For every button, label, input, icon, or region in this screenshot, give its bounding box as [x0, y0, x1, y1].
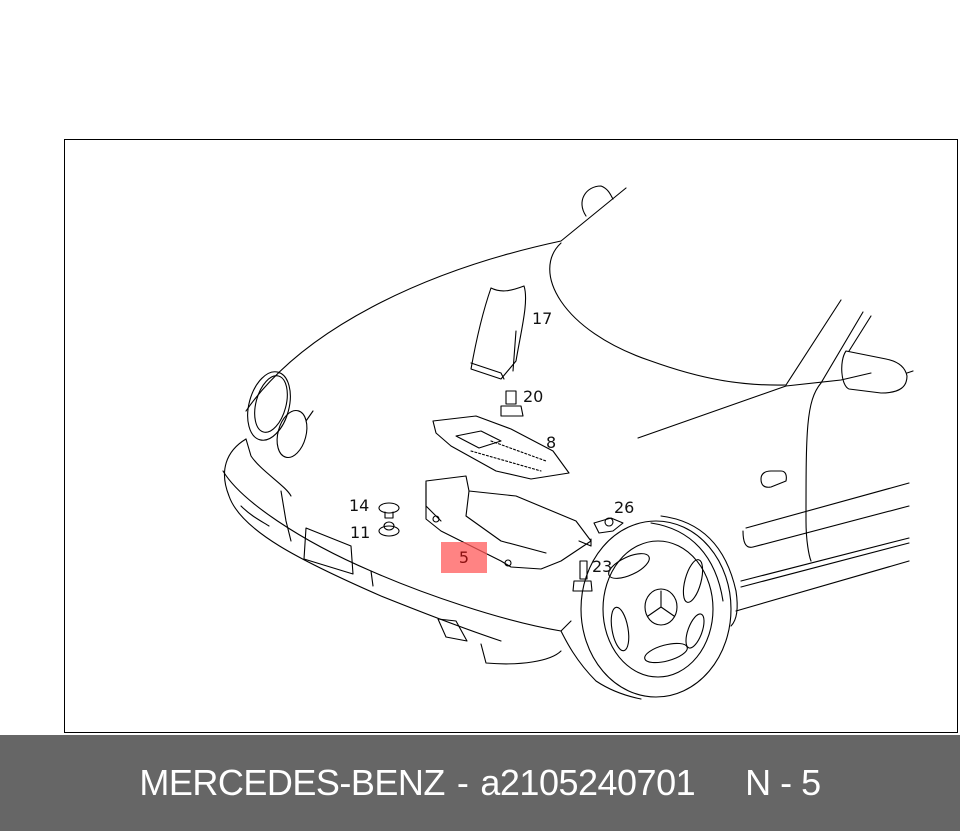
highlighted-part-label: 5 — [458, 548, 470, 567]
callout-20[interactable]: 20 — [523, 387, 544, 406]
part-number: a2105240701 — [480, 762, 696, 803]
callout-8[interactable]: 8 — [546, 433, 557, 452]
diagram-frame: 17 20 8 14 11 26 23 5 — [64, 139, 958, 733]
callout-26[interactable]: 26 — [614, 498, 635, 517]
brand-name: MERCEDES-BENZ — [139, 762, 445, 803]
highlighted-part-5[interactable]: 5 — [441, 542, 487, 573]
part-info-footer: MERCEDES-BENZ - a2105240701 N - 5 — [0, 735, 960, 831]
callout-17[interactable]: 17 — [532, 309, 553, 328]
callout-23[interactable]: 23 — [592, 557, 613, 576]
callout-11[interactable]: 11 — [350, 523, 371, 542]
position-label: N - 5 — [745, 762, 821, 803]
car-exploded-diagram — [222, 185, 914, 700]
separator: - — [456, 762, 469, 803]
callout-14[interactable]: 14 — [349, 496, 370, 515]
